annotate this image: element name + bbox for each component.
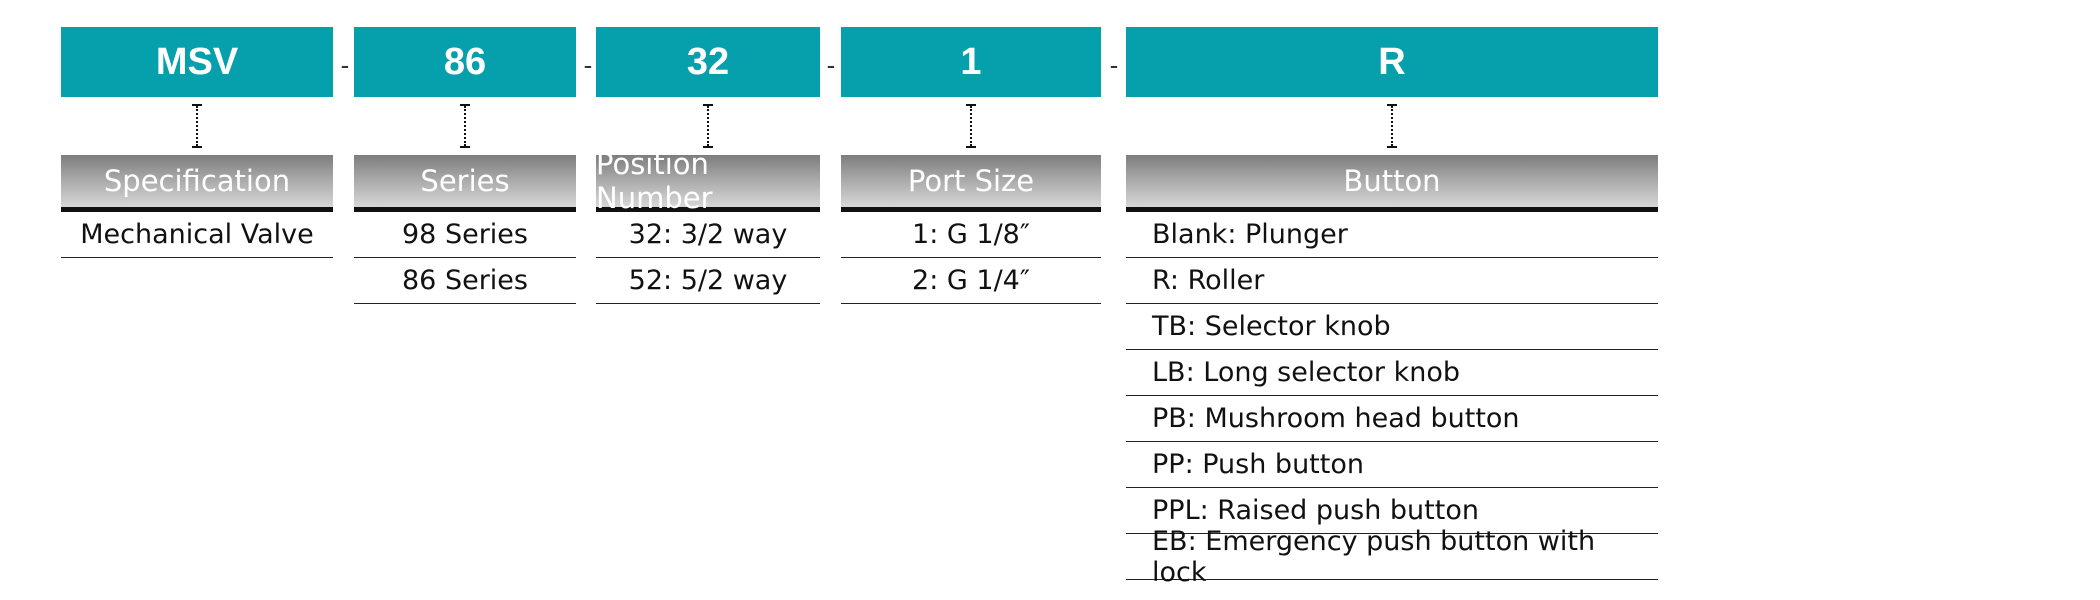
option-row: Blank: Plunger: [1126, 212, 1658, 258]
segment-position-number: 32 Position Number 32: 3/2 way 52: 5/2 w…: [596, 27, 820, 304]
connector-port-size: [841, 97, 1101, 155]
segment-specification: MSV Specification Mechanical Valve: [61, 27, 333, 258]
heading-port-size: Port Size: [841, 155, 1101, 212]
option-row: R: Roller: [1126, 258, 1658, 304]
code-box-port-size: 1: [841, 27, 1101, 97]
heading-series: Series: [354, 155, 576, 212]
option-row: PP: Push button: [1126, 442, 1658, 488]
code-box-series: 86: [354, 27, 576, 97]
connector-series: [354, 97, 576, 155]
segment-series: 86 Series 98 Series 86 Series: [354, 27, 576, 304]
option-row: EB: Emergency push button with lock: [1126, 526, 1658, 588]
segment-port-size: 1 Port Size 1: G 1/8″ 2: G 1/4″: [841, 27, 1101, 304]
options-position-number: 32: 3/2 way 52: 5/2 way: [596, 212, 820, 304]
options-port-size: 1: G 1/8″ 2: G 1/4″: [841, 212, 1101, 304]
connector-specification: [61, 97, 333, 155]
segment-button: R Button Blank: Plunger R: Roller TB: Se…: [1126, 27, 1658, 588]
option-row: PPL: Raised push button: [1126, 488, 1658, 534]
heading-position-number: Position Number: [596, 147, 820, 215]
option-row: 86 Series: [354, 258, 576, 304]
option-row: 52: 5/2 way: [596, 258, 820, 304]
option-row: LB: Long selector knob: [1126, 350, 1658, 396]
option-row: 1: G 1/8″: [841, 212, 1101, 258]
code-box-position-number: 32: [596, 27, 820, 97]
heading-specification: Specification: [61, 155, 333, 212]
option-row: 2: G 1/4″: [841, 258, 1101, 304]
option-row: PB: Mushroom head button: [1126, 396, 1658, 442]
heading-button: Button: [1126, 155, 1658, 212]
option-row: 32: 3/2 way: [596, 212, 820, 258]
separator-dash: -: [340, 50, 350, 80]
option-row: TB: Selector knob: [1126, 304, 1658, 350]
option-row: Mechanical Valve: [61, 212, 333, 258]
options-button: Blank: Plunger R: Roller TB: Selector kn…: [1126, 212, 1658, 588]
option-row: 98 Series: [354, 212, 576, 258]
separator-dash: -: [1109, 50, 1119, 80]
options-series: 98 Series 86 Series: [354, 212, 576, 304]
options-specification: Mechanical Valve: [61, 212, 333, 258]
code-box-specification: MSV: [61, 27, 333, 97]
separator-dash: -: [583, 50, 593, 80]
code-box-button: R: [1126, 27, 1658, 97]
connector-button: [1126, 97, 1658, 155]
connector-position-number: [596, 97, 820, 155]
separator-dash: -: [826, 50, 836, 80]
